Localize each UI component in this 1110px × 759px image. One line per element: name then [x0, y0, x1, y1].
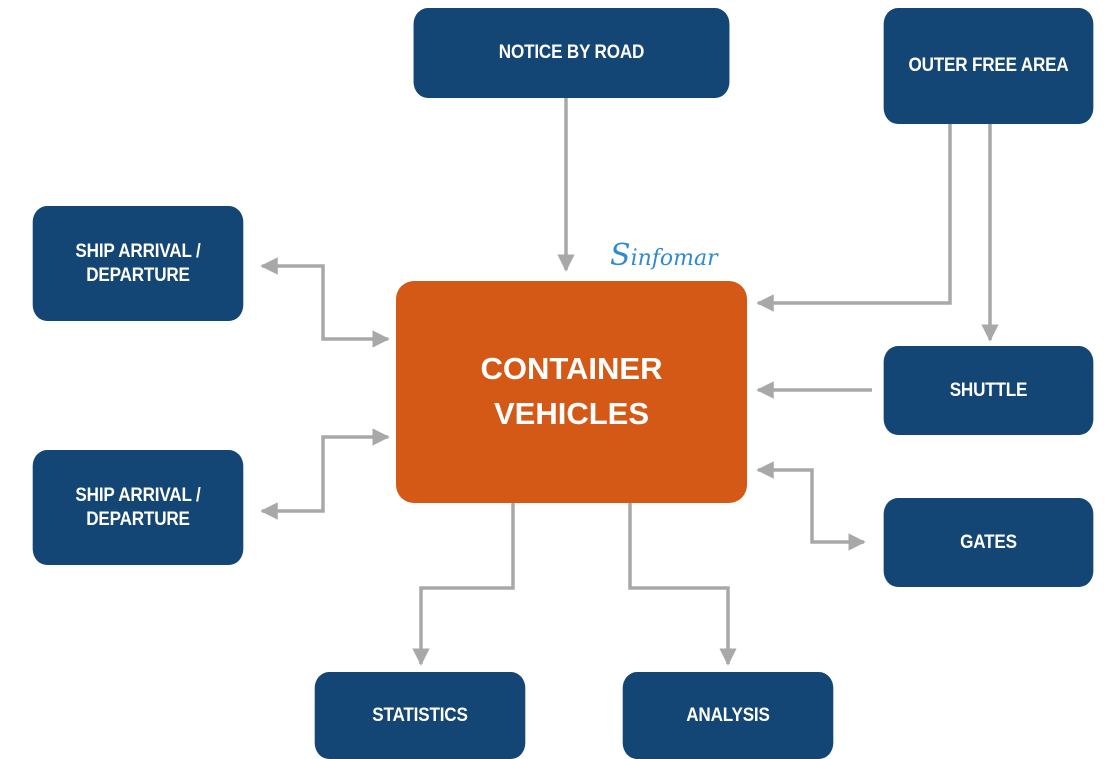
node-gates: GATES: [883, 498, 1094, 587]
connector-center-to-analysis: [628, 503, 737, 666]
sinfomar-logo-rest: infomar: [630, 246, 718, 271]
sinfomar-logo: Sinfomar: [610, 236, 740, 276]
node-shuttle: SHUTTLE: [883, 346, 1094, 435]
connector-outer-area-to-center: [756, 124, 952, 312]
sinfomar-logo-initial: S: [610, 238, 631, 273]
node-notice-by-road-label: NOTICE BY ROAD: [498, 42, 645, 64]
node-notice-by-road: NOTICE BY ROAD: [413, 8, 730, 98]
node-statistics-label: STATISTICS: [372, 704, 468, 726]
node-container-vehicles-label: CONTAINER VEHICLES: [480, 351, 663, 431]
node-ship-arrival-departure-top-label: SHIP ARRIVAL / DEPARTURE: [75, 240, 201, 286]
node-analysis: ANALYSIS: [622, 672, 834, 759]
node-outer-free-area: OUTER FREE AREA: [883, 8, 1094, 124]
node-gates-label: GATES: [960, 531, 1017, 553]
connector-gates-center: [756, 461, 866, 551]
node-ship-arrival-departure-bottom-label: SHIP ARRIVAL / DEPARTURE: [75, 484, 201, 530]
node-shuttle-label: SHUTTLE: [949, 379, 1028, 401]
node-container-vehicles: CONTAINER VEHICLES: [396, 281, 747, 503]
node-statistics: STATISTICS: [314, 672, 526, 759]
connector-ship-bottom-center: [260, 428, 390, 520]
connector-center-to-statistics: [412, 503, 515, 666]
node-ship-arrival-departure-top: SHIP ARRIVAL / DEPARTURE: [32, 206, 244, 321]
connector-ship-top-center: [260, 257, 390, 348]
node-outer-free-area-label: OUTER FREE AREA: [908, 55, 1069, 77]
node-ship-arrival-departure-bottom: SHIP ARRIVAL / DEPARTURE: [32, 450, 244, 565]
node-analysis-label: ANALYSIS: [686, 704, 770, 726]
